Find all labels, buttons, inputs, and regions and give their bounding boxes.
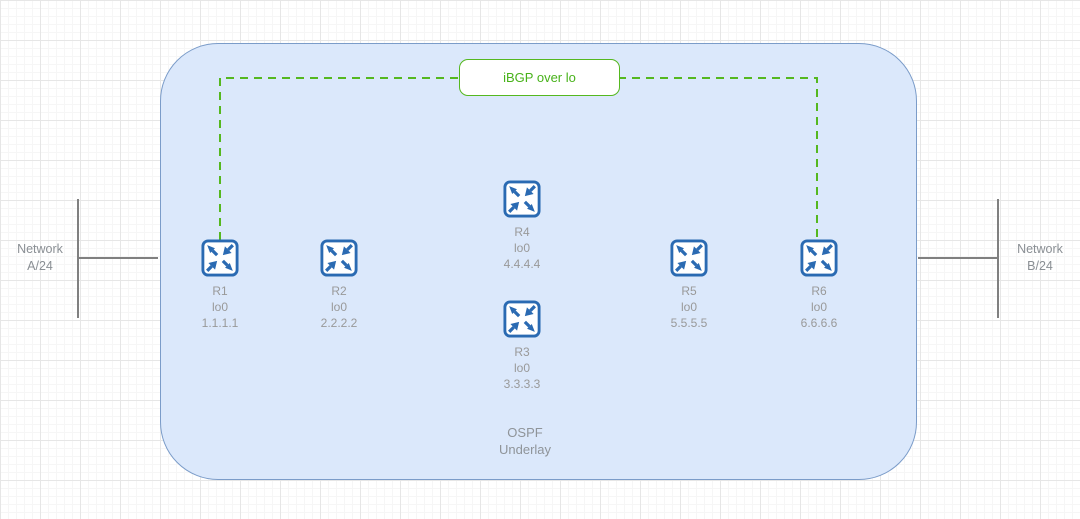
router-ip: 4.4.4.4 (503, 257, 541, 271)
network-b-label: Network B/24 (995, 241, 1080, 275)
router-node-r5[interactable]: R5 lo0 5.5.5.5 (670, 239, 708, 330)
router-node-r1[interactable]: R1 lo0 1.1.1.1 (201, 239, 239, 330)
router-interface: lo0 (680, 300, 697, 314)
router-name: R1 (212, 284, 228, 298)
router-icon (320, 239, 358, 277)
router-node-r2[interactable]: R2 lo0 2.2.2.2 (320, 239, 358, 330)
router-name: R5 (681, 284, 697, 298)
router-icon (800, 239, 838, 277)
network-a-label-line2: A/24 (27, 259, 53, 273)
router-ip: 1.1.1.1 (201, 316, 239, 330)
ospf-underlay-label-line1: OSPF (507, 425, 543, 440)
router-ip: 5.5.5.5 (670, 316, 708, 330)
network-a-label-line1: Network (17, 242, 63, 256)
router-ip: 2.2.2.2 (320, 316, 358, 330)
router-icon (503, 300, 541, 338)
ibgp-label-box[interactable]: iBGP over lo (459, 59, 620, 96)
ospf-underlay-label-line2: Underlay (498, 442, 552, 457)
router-name: R4 (514, 225, 530, 239)
router-name: R2 (331, 284, 347, 298)
router-interface: lo0 (513, 361, 530, 375)
router-node-r3[interactable]: R3 lo0 3.3.3.3 (503, 300, 541, 391)
router-interface: lo0 (810, 300, 827, 314)
router-interface: lo0 (211, 300, 228, 314)
router-icon (503, 180, 541, 218)
router-interface: lo0 (330, 300, 347, 314)
router-icon (670, 239, 708, 277)
router-node-r6[interactable]: R6 lo0 6.6.6.6 (800, 239, 838, 330)
router-name: R6 (811, 284, 827, 298)
router-node-r4[interactable]: R4 lo0 4.4.4.4 (503, 180, 541, 271)
router-ip: 3.3.3.3 (503, 377, 541, 391)
router-name: R3 (514, 345, 530, 359)
ospf-underlay-label: OSPF Underlay (445, 424, 605, 458)
network-a-label: Network A/24 (0, 241, 85, 275)
router-interface: lo0 (513, 241, 530, 255)
network-b-label-line2: B/24 (1027, 259, 1053, 273)
router-ip: 6.6.6.6 (800, 316, 838, 330)
network-b-label-line1: Network (1017, 242, 1063, 256)
router-icon (201, 239, 239, 277)
ibgp-label-text: iBGP over lo (503, 70, 576, 85)
